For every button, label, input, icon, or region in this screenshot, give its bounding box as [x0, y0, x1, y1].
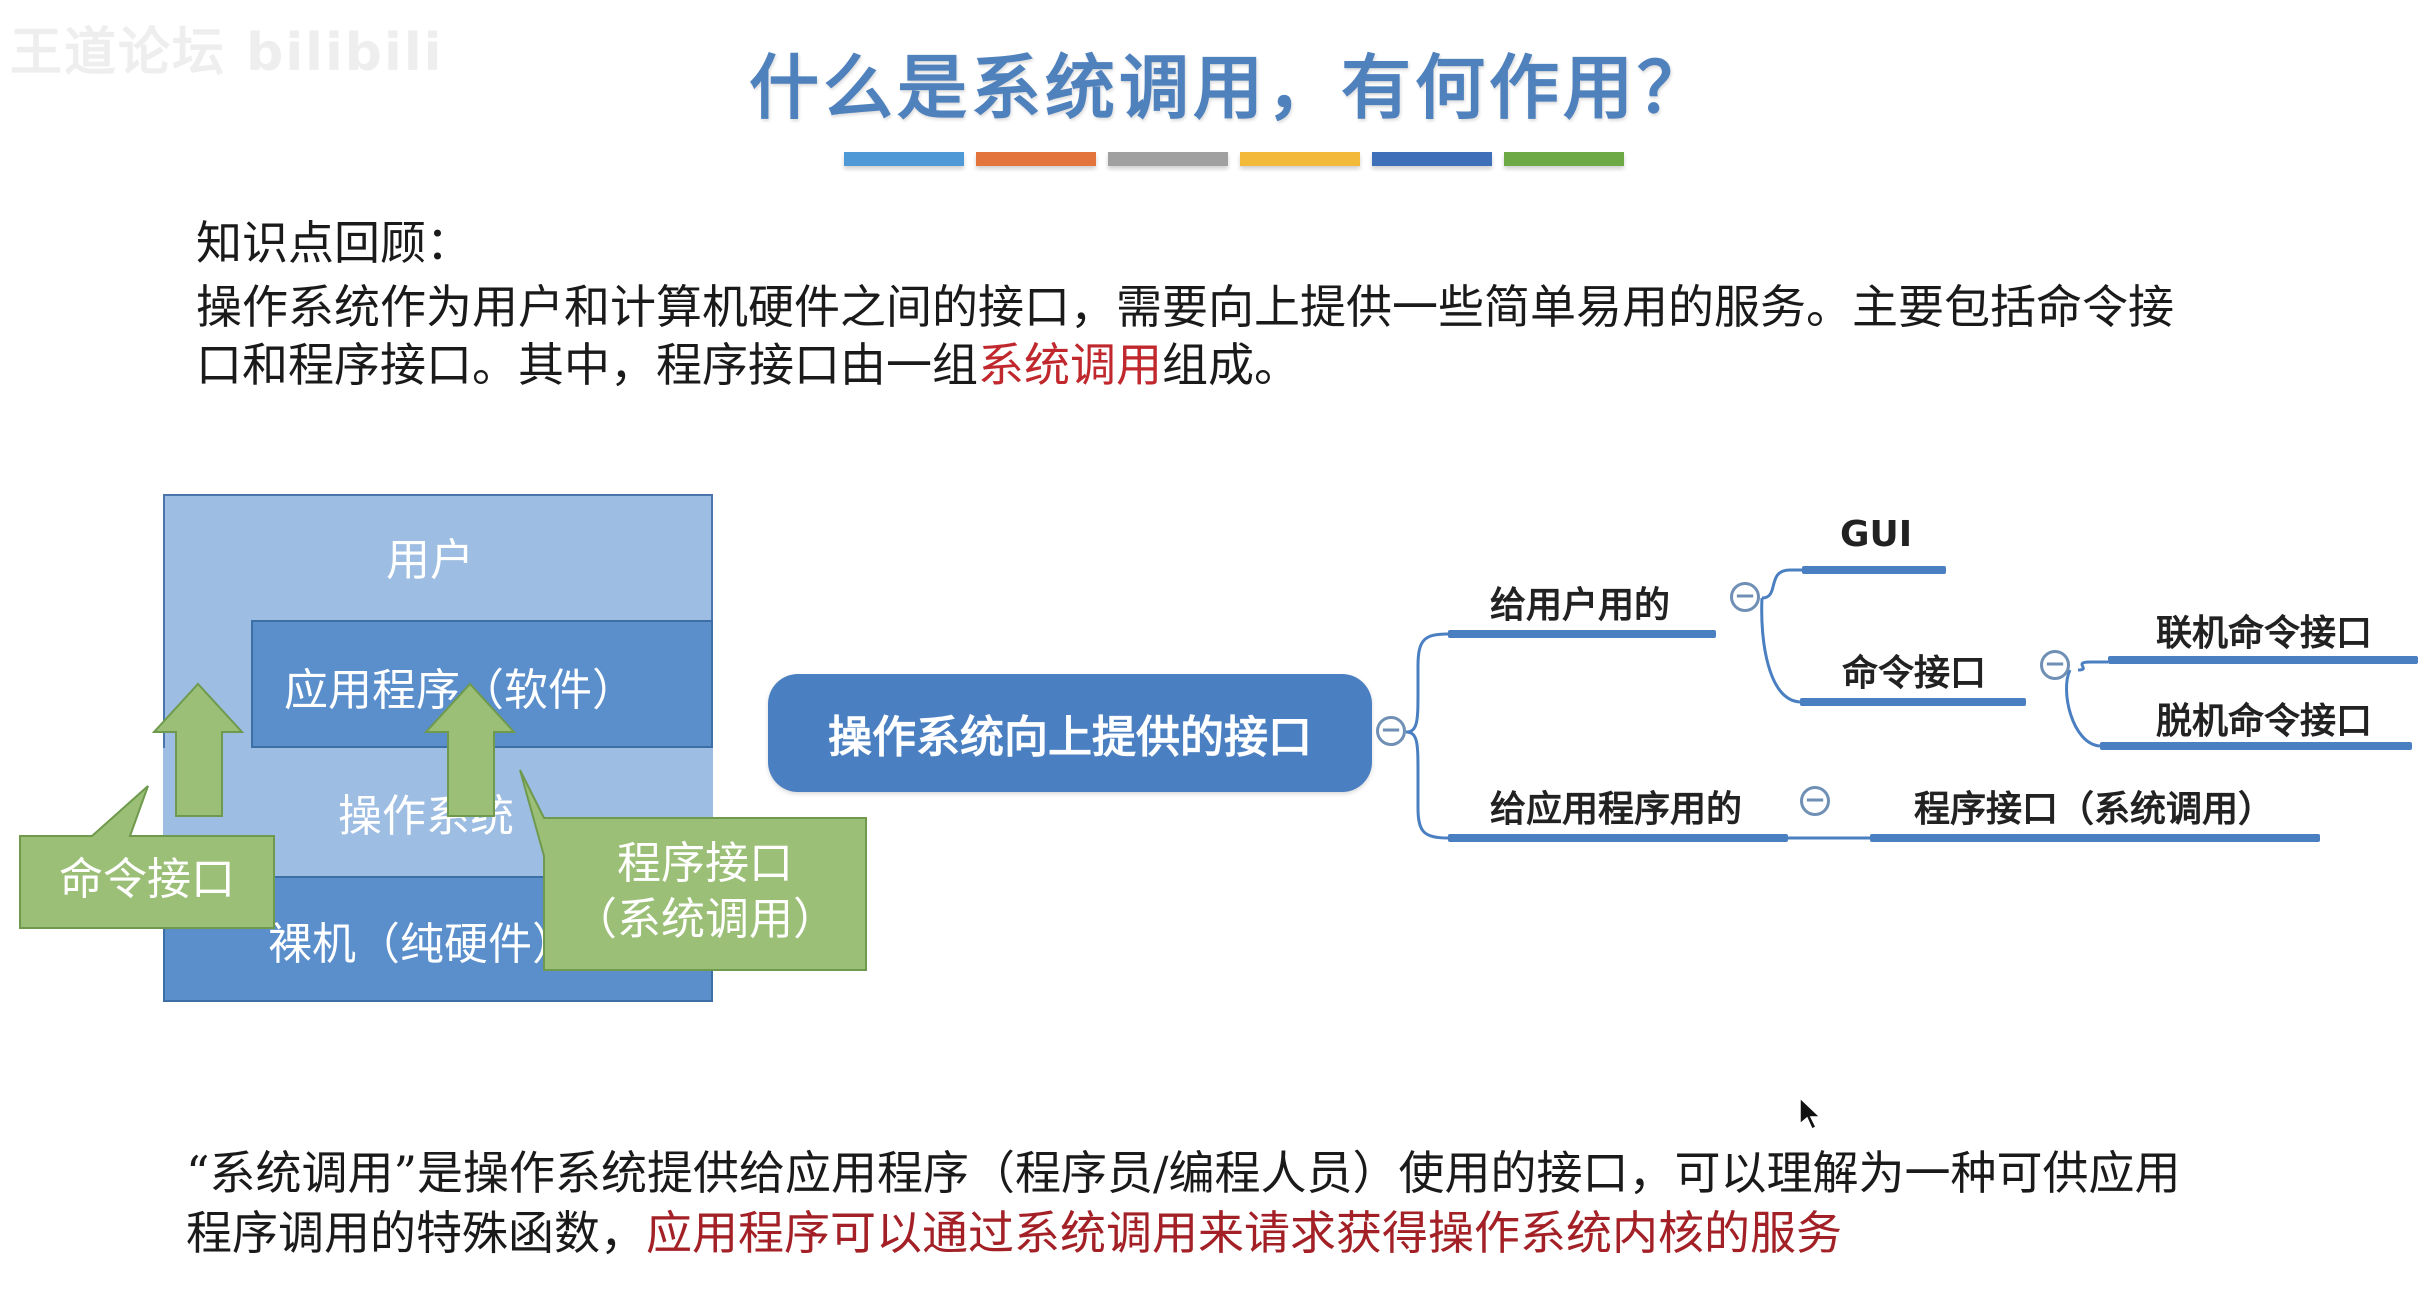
stripe-1 [844, 152, 964, 166]
mouse-cursor-icon [1799, 1096, 1822, 1131]
node-app-branch: 给应用程序用的 [1490, 789, 1743, 830]
collapse-icon[interactable]: − [1800, 786, 1830, 816]
stripe-5 [1372, 152, 1492, 166]
callout-command-label: 命令接口 [59, 854, 235, 905]
review-line-2-suffix: 组成。 [1162, 338, 1300, 392]
node-program-interface: 程序接口（系统调用） [1914, 789, 2275, 830]
review-line-2: 口和程序接口。其中，程序接口由一组系统调用组成。 [196, 336, 1300, 394]
node-app-branch-line [1448, 834, 1788, 842]
slide-title: 什么是系统调用，有何作用？ [749, 46, 1711, 129]
watermark: 王道论坛 bilibili [10, 23, 444, 83]
stripe-6 [1504, 152, 1624, 166]
node-offline-command: 脱机命令接口 [2156, 701, 2373, 742]
node-user-branch-line [1448, 630, 1716, 638]
node-online-command: 联机命令接口 [2156, 613, 2373, 654]
review-line-2-prefix: 口和程序接口。其中，程序接口由一组 [196, 338, 978, 392]
collapse-icon[interactable]: − [1376, 716, 1406, 746]
node-online-command-line [2108, 656, 2418, 664]
stripe-2 [976, 152, 1096, 166]
conclusion-line-2-prefix: 程序调用的特殊函数， [186, 1206, 646, 1260]
node-gui-line [1802, 566, 1946, 574]
stripe-3 [1108, 152, 1228, 166]
conclusion-line-2: 程序调用的特殊函数，应用程序可以通过系统调用来请求获得操作系统内核的服务 [186, 1204, 1842, 1262]
layer-hw-label: 裸机（纯硬件） [268, 919, 576, 970]
collapse-icon[interactable]: − [1730, 582, 1760, 612]
title-stripes [844, 152, 1624, 166]
node-user-branch: 给用户用的 [1490, 585, 1671, 626]
callout-program-line-1: 程序接口 [617, 838, 793, 889]
node-command-interface: 命令接口 [1842, 653, 1987, 694]
node-program-interface-line [1870, 834, 2320, 842]
collapse-icon[interactable]: − [2040, 650, 2070, 680]
conclusion-highlight: 应用程序可以通过系统调用来请求获得操作系统内核的服务 [646, 1206, 1842, 1260]
node-command-interface-line [1800, 698, 2026, 706]
layer-user-label: 用户 [386, 535, 474, 586]
up-arrow-icon [423, 682, 517, 817]
review-highlight: 系统调用 [978, 338, 1162, 392]
callout-program-shape [519, 769, 867, 971]
node-offline-command-line [2100, 742, 2412, 750]
callout-program-label: 程序接口 （系统调用） [544, 836, 866, 948]
up-arrow-icon [151, 682, 245, 817]
node-gui: GUI [1840, 514, 1913, 555]
mindmap-central-node[interactable]: 操作系统向上提供的接口 [768, 674, 1372, 792]
conclusion-line-1: “系统调用”是操作系统提供给应用程序（程序员/编程人员）使用的接口，可以理解为一… [186, 1146, 2181, 1200]
mindmap-central-label: 操作系统向上提供的接口 [828, 712, 1312, 763]
stripe-4 [1240, 152, 1360, 166]
callout-program-line-2: （系统调用） [573, 894, 837, 945]
review-heading: 知识点回顾： [196, 216, 472, 270]
review-line-1: 操作系统作为用户和计算机硬件之间的接口，需要向上提供一些简单易用的服务。主要包括… [196, 280, 2174, 334]
callout-command-shape [19, 785, 275, 929]
